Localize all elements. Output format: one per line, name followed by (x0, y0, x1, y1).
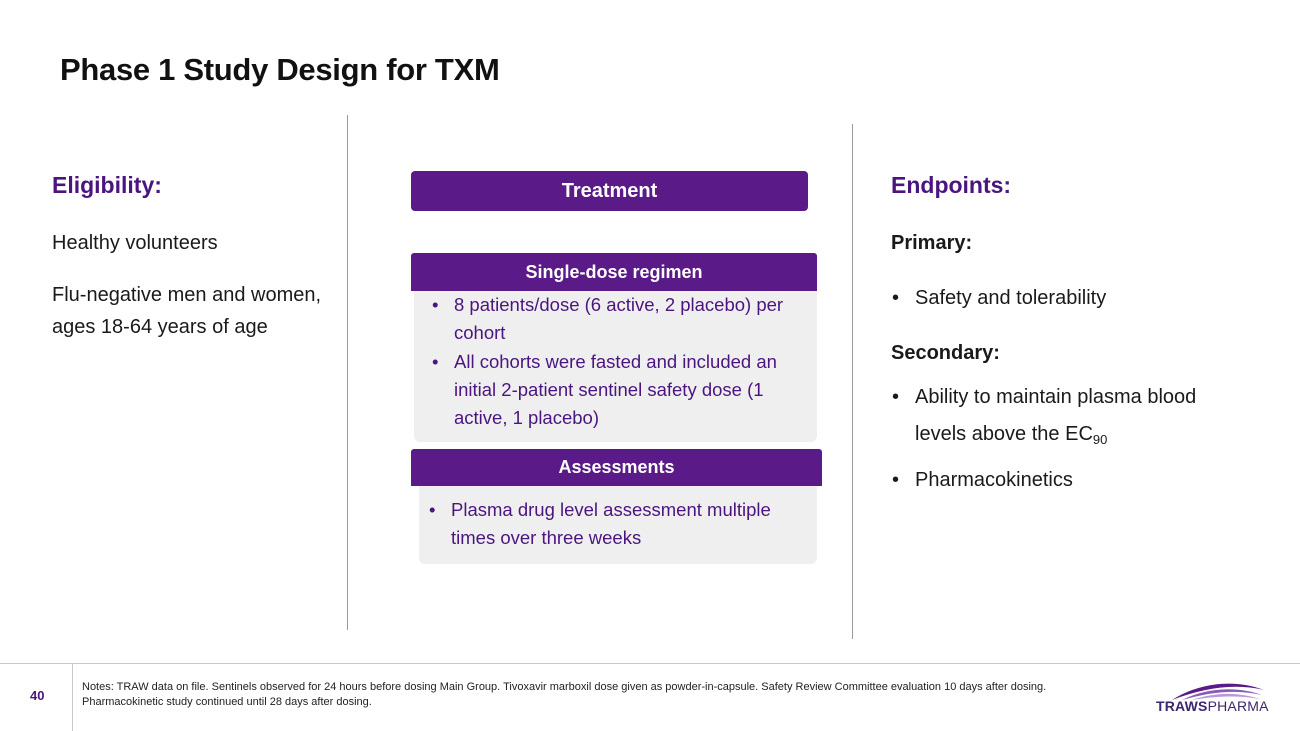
single-dose-bullet-list: 8 patients/dose (6 active, 2 placebo) pe… (430, 291, 799, 432)
list-item: Safety and tolerability (891, 280, 1231, 317)
list-item: Pharmacokinetics (891, 462, 1231, 499)
footer-divider-horizontal (0, 663, 1300, 664)
logo-swoosh-icon (1172, 683, 1264, 700)
eligibility-item: Flu-negative men and women, ages 18-64 y… (52, 284, 322, 338)
list-item: Ability to maintain plasma blood levels … (891, 379, 1231, 458)
single-dose-regimen-panel: 8 patients/dose (6 active, 2 placebo) pe… (414, 291, 817, 442)
footer-divider-vertical (72, 663, 73, 731)
assessments-bullet-list: Plasma drug level assessment multiple ti… (427, 496, 799, 552)
slide-title: Phase 1 Study Design for TXM (60, 52, 500, 87)
secondary-endpoint-list: Ability to maintain plasma blood levels … (891, 379, 1231, 499)
page-number: 40 (30, 688, 45, 703)
list-item: All cohorts were fasted and included an … (430, 348, 799, 432)
assessments-panel: Plasma drug level assessment multiple ti… (419, 486, 817, 564)
column-divider-right (852, 124, 853, 639)
ec90-subscript: 90 (1092, 432, 1108, 447)
endpoints-heading: Endpoints: (891, 172, 1012, 198)
single-dose-regimen-header: Single-dose regimen (411, 253, 817, 291)
primary-endpoint-list: Safety and tolerability (891, 280, 1231, 317)
traws-pharma-logo: TRAWSPHARMA (1152, 676, 1272, 720)
column-divider-left (347, 115, 348, 630)
endpoint-text: Ability to maintain plasma blood levels … (915, 386, 1197, 445)
eligibility-item: Healthy volunteers (52, 232, 218, 254)
secondary-endpoint-heading: Secondary: (891, 342, 1000, 364)
assessments-header: Assessments (411, 449, 822, 486)
footer-notes: Notes: TRAW data on file. Sentinels obse… (82, 681, 1047, 708)
list-item: 8 patients/dose (6 active, 2 placebo) pe… (430, 291, 799, 347)
list-item: Plasma drug level assessment multiple ti… (427, 496, 799, 552)
logo-wordmark: TRAWSPHARMA (1156, 698, 1269, 714)
treatment-header: Treatment (411, 171, 808, 211)
eligibility-heading: Eligibility: (52, 172, 162, 198)
primary-endpoint-heading: Primary: (891, 232, 973, 254)
